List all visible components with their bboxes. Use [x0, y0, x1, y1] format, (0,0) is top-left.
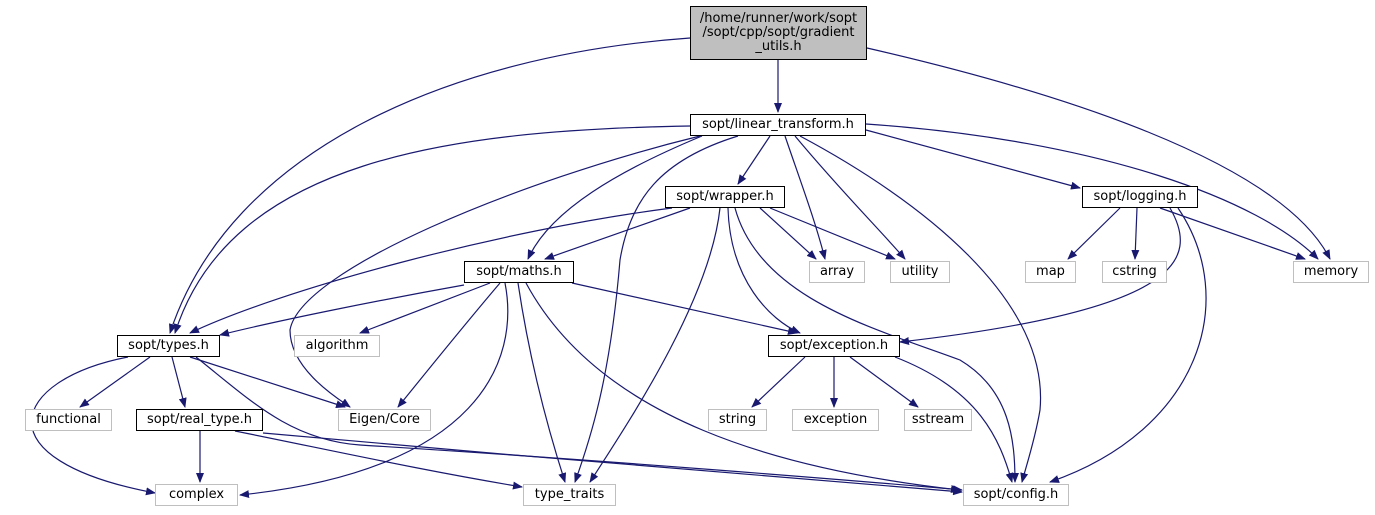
node-label: utility: [901, 264, 939, 279]
edge-maths-to-algorithm: [359, 282, 491, 334]
edge-real-to-config: [262, 432, 963, 496]
node-label: sopt/linear_transform.h: [702, 117, 854, 132]
edge-real-to-tt: [234, 430, 523, 490]
node-linear-transform-h[interactable]: sopt/linear_transform.h: [690, 114, 866, 136]
edge-maths-to-complex: [239, 282, 509, 499]
edge-wrap-to-tt: [589, 207, 721, 483]
node-label: functional: [36, 412, 101, 427]
node-functional: functional: [25, 409, 112, 431]
edge-wrap-to-array: [759, 207, 817, 260]
edge-types-to-functional: [79, 356, 151, 408]
node-label: memory: [1303, 264, 1359, 279]
edge-wrap-to-types: [189, 207, 673, 334]
edge-lt-to-log: [865, 129, 1081, 190]
edge-lt-to-eigen: [289, 135, 701, 408]
node-array: array: [809, 261, 865, 283]
node-utility: utility: [890, 261, 950, 283]
node-config-h: sopt/config.h: [963, 484, 1069, 506]
edge-wrap-to-utility: [769, 207, 896, 260]
edge-log-to-config: [1049, 207, 1207, 483]
node-label: string: [718, 412, 757, 427]
node-types-h[interactable]: sopt/types.h: [117, 335, 220, 357]
edge-wrap-to-exc: [727, 207, 801, 334]
node-eigen-core: Eigen/Core: [338, 409, 431, 431]
node-label: sopt/exception.h: [779, 338, 889, 353]
edge-lt-to-types: [173, 125, 691, 334]
edge-maths-to-config: [525, 282, 961, 493]
edge-wrap-to-maths: [544, 207, 691, 260]
edge-wrap-to-config: [734, 207, 1019, 483]
node-algorithm: algorithm: [294, 335, 380, 357]
node-label: algorithm: [305, 338, 369, 353]
edge-log-to-memory: [1159, 207, 1306, 260]
node-label: sopt/maths.h: [476, 264, 562, 279]
node-label: Eigen/Core: [349, 412, 420, 427]
edge-root-to-memory: [866, 47, 1331, 260]
edge-exc-to-string: [751, 356, 806, 408]
node-label: array: [819, 264, 855, 279]
edge-maths-to-exc: [571, 282, 798, 335]
edge-types-to-real: [171, 356, 187, 408]
edge-root-to-types: [169, 37, 691, 334]
node-logging-h[interactable]: sopt/logging.h: [1082, 186, 1198, 208]
node-maths-h[interactable]: sopt/maths.h: [464, 261, 574, 283]
node-exception-h[interactable]: sopt/exception.h: [768, 335, 900, 357]
edge-log-to-cstring: [1131, 207, 1140, 260]
node-gradient-utils-h: /home/runner/work/sopt /sopt/cpp/sopt/gr…: [690, 6, 867, 60]
edge-lt-to-config: [799, 135, 1042, 483]
edge-maths-to-types: [219, 284, 465, 337]
edge-lt-to-maths: [527, 135, 703, 260]
node-label: sopt/types.h: [128, 338, 209, 353]
edge-lt-to-tt: [574, 135, 739, 483]
node-label: exception: [803, 412, 868, 427]
node-label: sopt/config.h: [973, 487, 1059, 502]
node-label: map: [1036, 264, 1065, 279]
node-real-type-h[interactable]: sopt/real_type.h: [136, 409, 263, 431]
node-label: sopt/wrapper.h: [676, 189, 774, 204]
node-complex: complex: [155, 484, 238, 506]
edge-exc-to-config: [894, 356, 1014, 483]
edge-types-to-eigen: [189, 356, 346, 409]
node-label: cstring: [1112, 264, 1157, 279]
node-string: string: [708, 409, 767, 431]
node-label: sopt/logging.h: [1093, 189, 1187, 204]
edge-maths-to-eigen: [397, 282, 501, 408]
node-label: complex: [168, 487, 225, 502]
node-label: /home/runner/work/sopt /sopt/cpp/sopt/gr…: [699, 11, 858, 54]
node-cstring: cstring: [1102, 261, 1167, 283]
node-map: map: [1025, 261, 1076, 283]
edge-maths-to-tt: [517, 282, 567, 483]
edge-log-to-map: [1067, 207, 1121, 260]
node-exception: exception: [792, 409, 879, 431]
node-label: type_traits: [534, 487, 605, 502]
node-sstream: sstream: [904, 409, 972, 431]
edge-lt-to-wrap: [737, 135, 771, 185]
node-type-traits: type_traits: [523, 484, 616, 506]
node-label: sopt/real_type.h: [146, 412, 252, 427]
edge-lt-to-array: [784, 135, 827, 260]
edge-lt-to-memory: [865, 123, 1319, 260]
node-label: sstream: [911, 412, 965, 427]
edge-lt-to-utility: [794, 135, 906, 260]
edge-exc-to-sstream: [849, 356, 919, 408]
node-memory: memory: [1293, 261, 1369, 283]
node-wrapper-h[interactable]: sopt/wrapper.h: [665, 186, 785, 208]
